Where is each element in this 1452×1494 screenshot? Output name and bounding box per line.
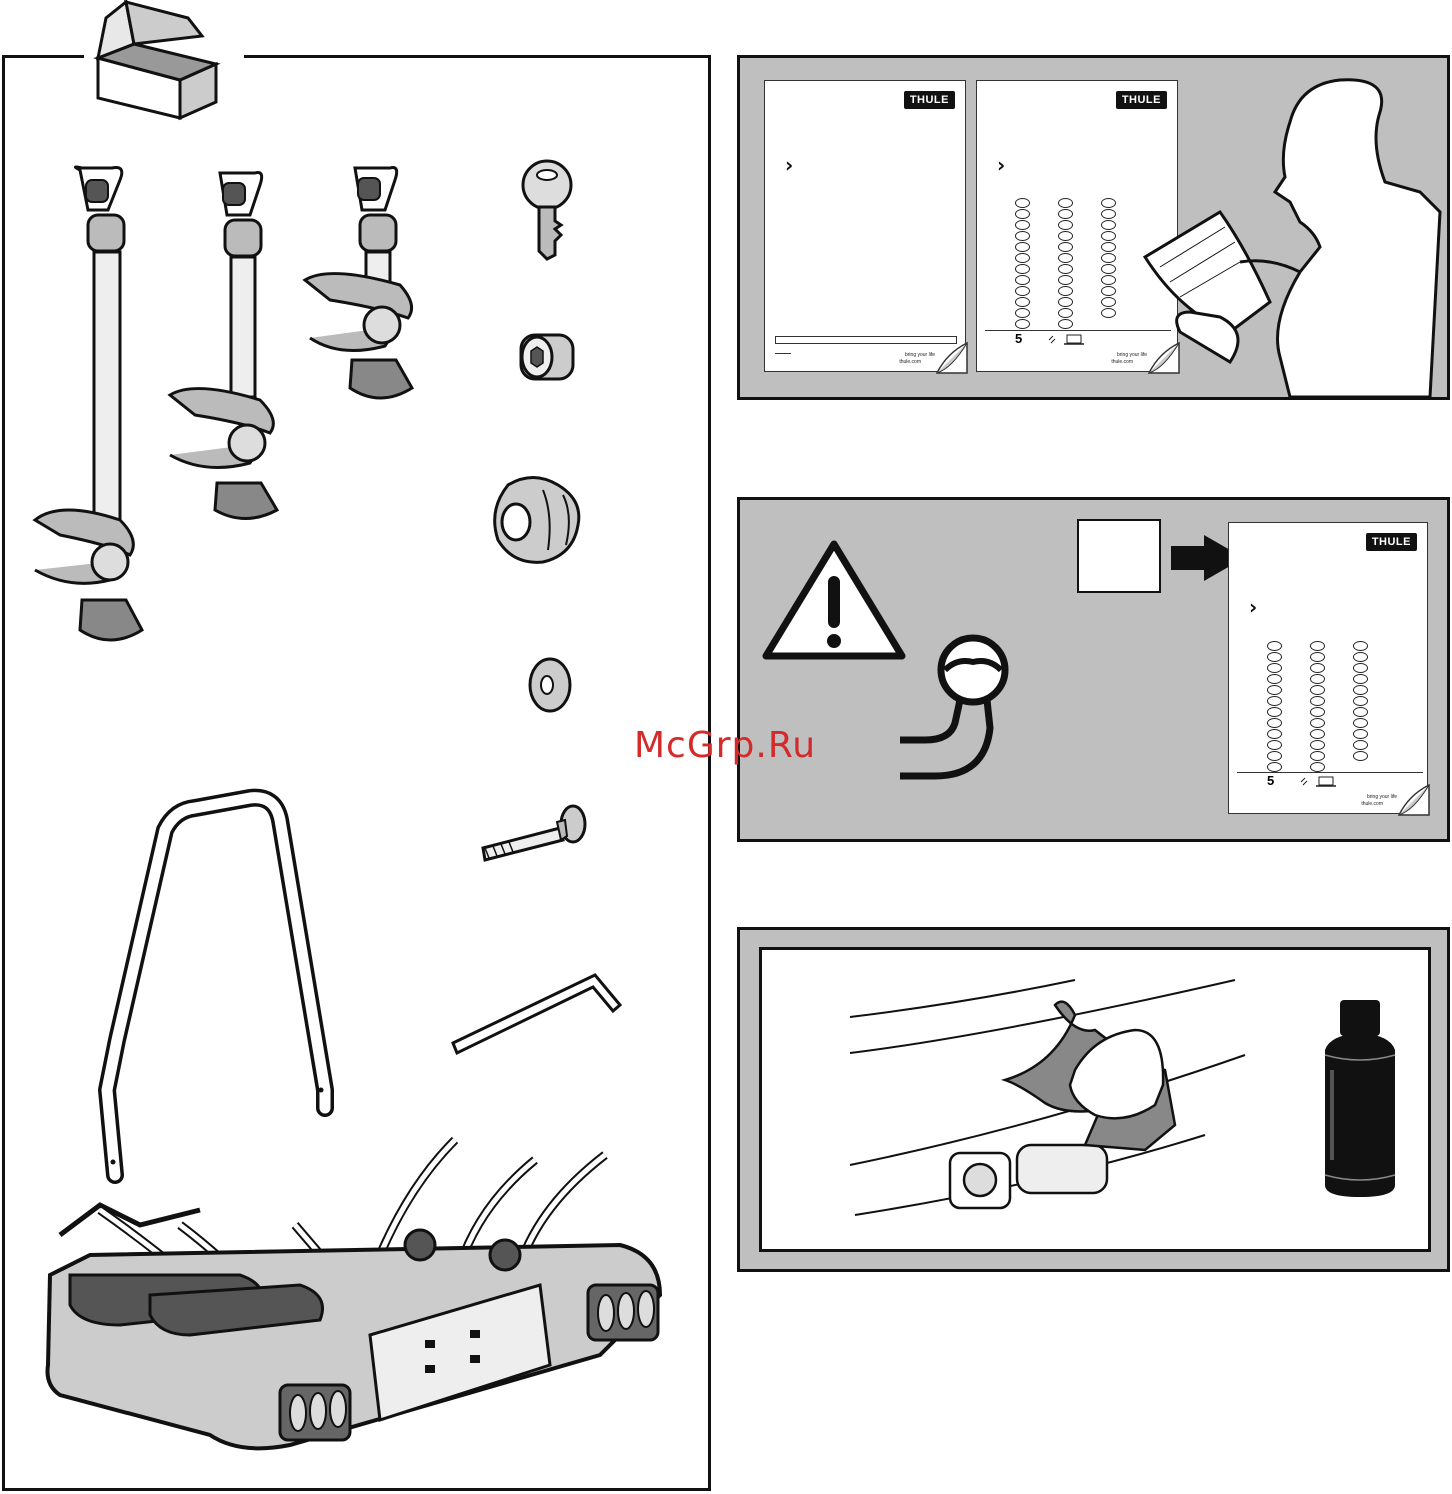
- manual-footer-brand: bring your life: [905, 352, 935, 358]
- manual-rule: [775, 353, 791, 354]
- page-curl-icon: [1399, 785, 1429, 815]
- bike-holder-medium-icon: [165, 165, 290, 525]
- warning-triangle-icon: [762, 538, 907, 663]
- chevron-icon: ›: [1249, 595, 1257, 619]
- registration-number: 5: [1267, 773, 1274, 788]
- registration-number: 5: [1015, 331, 1022, 346]
- manual-footer-url: thule.com: [899, 359, 921, 365]
- key-icon: [515, 155, 585, 265]
- laptop-icon: [1047, 333, 1087, 347]
- tow-ball-icon: [895, 628, 1015, 788]
- wiping-hand-icon: [845, 975, 1255, 1225]
- manual-footer-url: thule.com: [1361, 801, 1383, 807]
- thule-logo: THULE: [1366, 533, 1417, 551]
- allen-key-icon: [445, 965, 630, 1060]
- thule-logo: THULE: [904, 91, 955, 109]
- manual-bar: [775, 336, 957, 344]
- laptop-icon: [1299, 775, 1339, 789]
- manual-page-1: THULE › bring your life thule.com: [764, 80, 966, 372]
- cleaning-bottle-icon: [1320, 995, 1400, 1200]
- locking-knob-icon: [488, 470, 583, 565]
- parts-number-grid: [1267, 641, 1368, 772]
- chevron-icon: ›: [997, 153, 1005, 177]
- manual-footer-brand: bring your life: [1367, 794, 1397, 800]
- page-curl-icon: [937, 343, 967, 373]
- manual-page-3: THULE › 5 bring your life thule.com: [1228, 522, 1428, 814]
- chevron-icon: ›: [785, 153, 793, 177]
- bike-holder-long-icon: [30, 160, 160, 645]
- parts-number-grid: [1015, 198, 1116, 329]
- box-icon: [84, 0, 244, 125]
- watermark: McGrp.Ru: [634, 725, 816, 766]
- manual-footer-url: thule.com: [1111, 359, 1133, 365]
- blank-box: [1077, 519, 1161, 593]
- washer-icon: [525, 655, 580, 715]
- person-reading-icon: [1140, 72, 1450, 397]
- frame-bar-icon: [95, 790, 335, 1185]
- bike-holder-short-icon: [300, 160, 425, 410]
- spacer-sleeve-icon: [515, 325, 580, 385]
- bike-carrier-base-icon: [40, 1135, 670, 1470]
- bolt-icon: [475, 800, 595, 865]
